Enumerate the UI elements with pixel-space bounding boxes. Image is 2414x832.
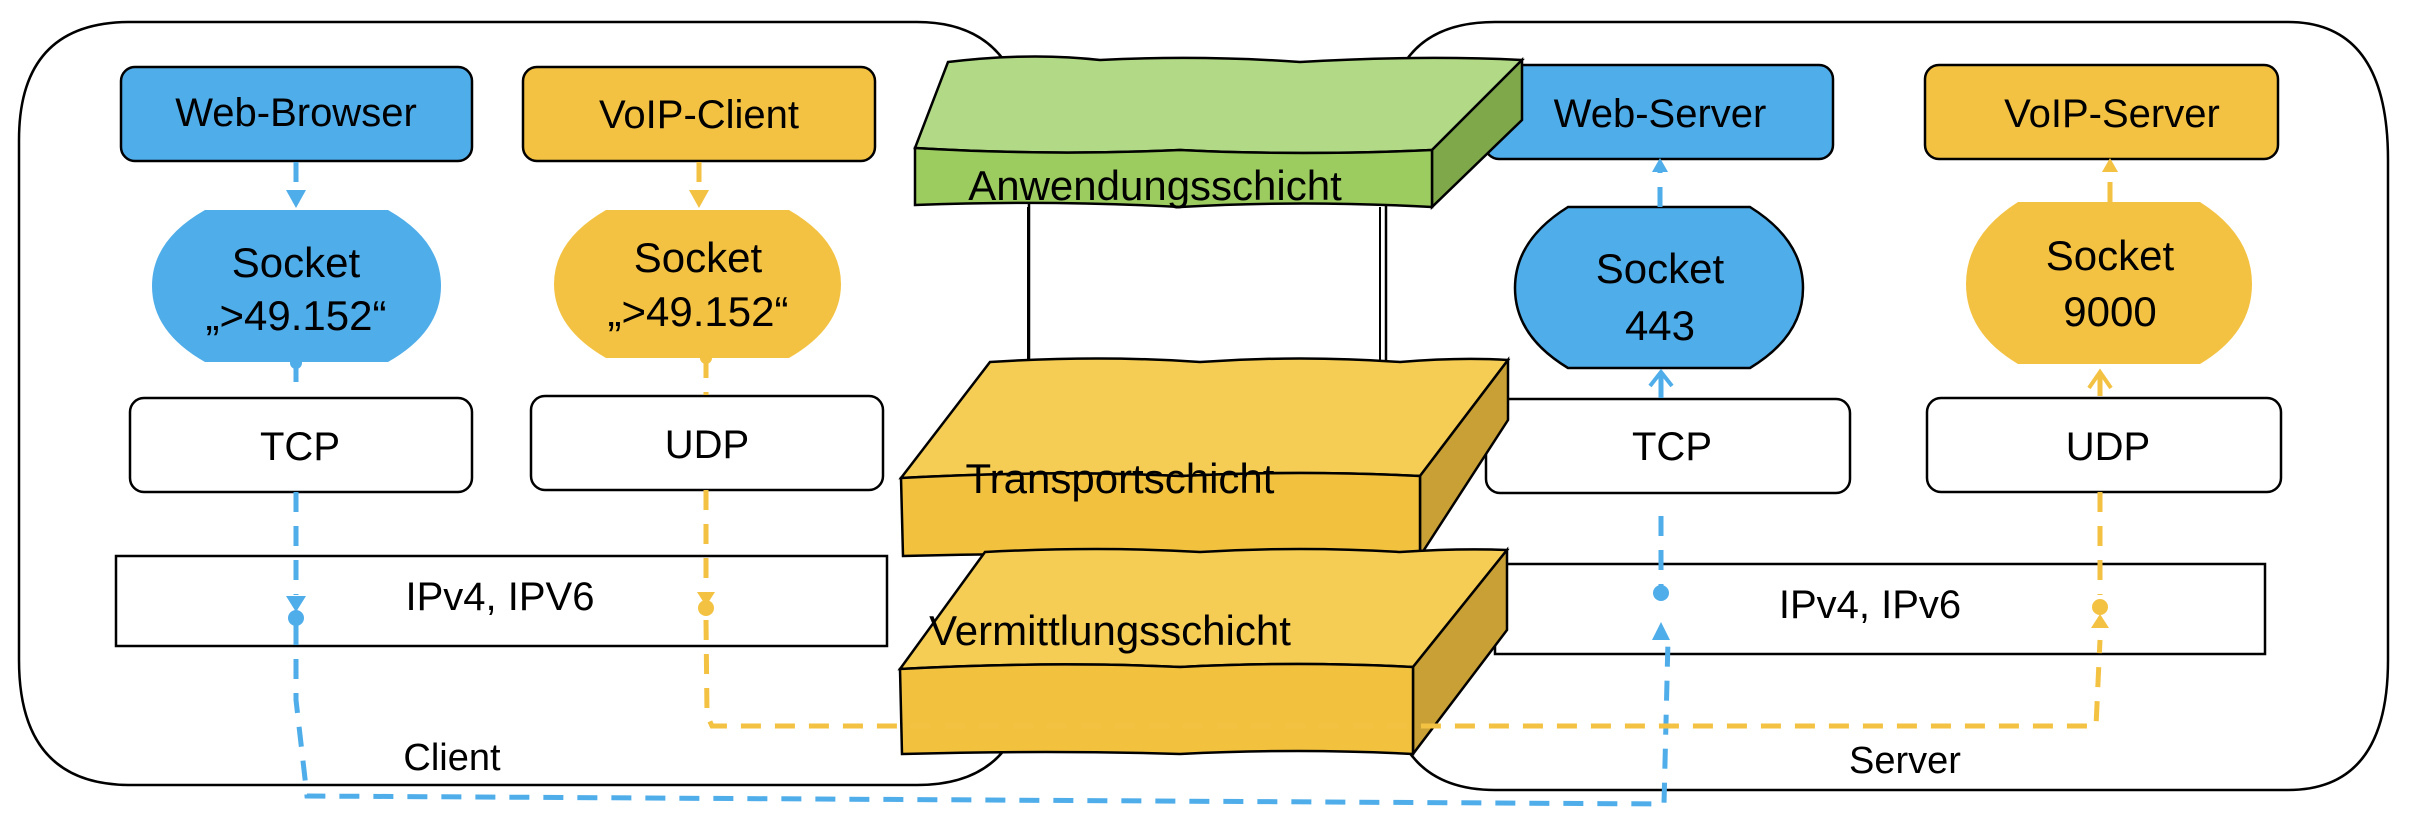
ip-label: IPv4, IPV6 — [406, 575, 595, 619]
socket-port: 443 — [1625, 302, 1695, 349]
client-app-voip-client[interactable]: VoIP-Client — [521, 65, 877, 163]
dot-icon — [2092, 599, 2108, 615]
server-socket-443[interactable]: Socket 443 — [1513, 205, 1805, 370]
layer-slab-network[interactable]: Vermittlungsschicht — [897, 546, 1510, 758]
server-label: Server — [1849, 740, 1961, 782]
socket-port: „>49.152“ — [608, 288, 789, 335]
layer-slab-application[interactable]: Anwendungsschicht — [913, 55, 1525, 210]
server-app-web-server[interactable]: Web-Server — [1483, 63, 1835, 161]
client-label: Client — [403, 737, 501, 779]
udp-label: UDP — [2066, 425, 2150, 469]
voip-client-label: VoIP-Client — [599, 93, 799, 137]
arrow-down-icon — [286, 596, 306, 612]
dot-icon — [1653, 585, 1669, 601]
arrow-down-icon — [286, 190, 306, 208]
server-socket-9000[interactable]: Socket 9000 — [1966, 202, 2252, 364]
server-transport-tcp[interactable]: TCP — [1484, 397, 1852, 495]
udp-label: UDP — [665, 423, 749, 467]
server-transport-udp[interactable]: UDP — [1925, 396, 2283, 494]
flow-tcp-markers — [286, 158, 1674, 640]
flow-udp-yellow — [696, 162, 2113, 729]
arrow-up-icon — [2091, 614, 2109, 628]
web-server-label: Web-Server — [1554, 92, 1767, 136]
client-socket-yellow[interactable]: Socket „>49.152“ — [554, 210, 841, 358]
socket-label: Socket — [232, 239, 361, 286]
flow-udp-markers — [689, 158, 2118, 628]
arrow-up-icon — [1652, 158, 1668, 172]
server-network-ip[interactable]: IPv4, IPv6 — [1493, 562, 2267, 656]
flow-segment — [293, 625, 1671, 807]
client-socket-blue[interactable]: Socket „>49.152“ — [152, 210, 441, 362]
layer-label-network: Vermittlungsschicht — [929, 607, 1291, 654]
dot-icon — [698, 600, 714, 616]
socket-label: Socket — [1596, 245, 1725, 292]
layer-slab-transport[interactable]: Transportschicht — [898, 356, 1511, 561]
server-app-voip-server[interactable]: VoIP-Server — [1923, 63, 2280, 161]
web-browser-label: Web-Browser — [175, 91, 417, 135]
dot-icon — [288, 610, 304, 626]
dot-icon — [700, 352, 712, 364]
flow-segment — [703, 619, 2103, 729]
client-network-ip[interactable]: IPv4, IPV6 — [114, 554, 889, 648]
socket-label: Socket — [2046, 232, 2175, 279]
tcp-label: TCP — [1632, 425, 1712, 469]
socket-port: 9000 — [2063, 288, 2156, 335]
client-app-web-browser[interactable]: Web-Browser — [119, 65, 474, 163]
socket-label: Socket — [634, 234, 763, 281]
tcp-label: TCP — [260, 425, 340, 469]
voip-server-label: VoIP-Server — [2004, 92, 2220, 136]
arrow-down-icon — [697, 592, 715, 606]
layer-label-application: Anwendungsschicht — [968, 162, 1342, 209]
arrow-up-icon — [2102, 158, 2118, 172]
ip-label: IPv4, IPv6 — [1779, 583, 1961, 627]
dot-icon — [290, 357, 302, 369]
client-transport-tcp[interactable]: TCP — [128, 396, 474, 494]
client-transport-udp[interactable]: UDP — [529, 394, 885, 492]
arrow-down-icon — [689, 190, 709, 208]
arrow-up-icon — [1652, 622, 1670, 640]
socket-port: „>49.152“ — [206, 292, 387, 339]
layer-label-transport: Transportschicht — [966, 455, 1275, 502]
